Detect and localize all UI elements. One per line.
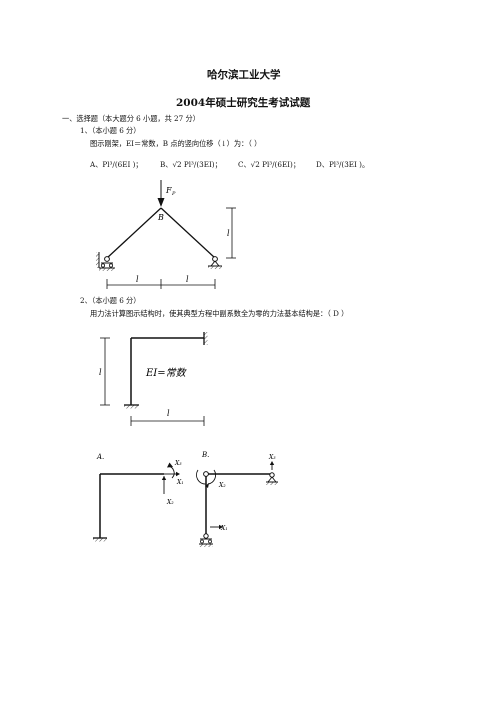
b-x3-arrowhead bbox=[269, 461, 275, 465]
q1-stem: 图示刚架，EI＝常数，B 点的竖向位移（↓）为：（ ） bbox=[90, 139, 262, 148]
exam-title: 2004年硕士研究生考试试题 bbox=[176, 97, 311, 109]
a-x3-arrowhead bbox=[167, 462, 173, 468]
b-x2-arrowhead bbox=[205, 483, 209, 488]
q2-dim-h-label: l bbox=[167, 409, 170, 418]
right-support-leg-right bbox=[214, 260, 220, 267]
right-hinge bbox=[212, 256, 218, 262]
b-right-hinge bbox=[269, 472, 275, 478]
q1-option-c: C、√2 Pl³/(6EI)； bbox=[238, 160, 301, 169]
option-a-label: A. bbox=[96, 453, 104, 461]
left-roller-1 bbox=[101, 263, 106, 268]
b-corner-hinge bbox=[203, 471, 209, 477]
b-x3-label: X₃ bbox=[268, 454, 276, 461]
option-b-label: B. bbox=[201, 451, 209, 459]
b-x2-arc-left bbox=[196, 469, 207, 485]
left-hinge bbox=[104, 256, 110, 262]
a-x2-arrowhead bbox=[161, 476, 167, 480]
load-subscript: P bbox=[171, 191, 176, 197]
q2-stem: 用力法计算图示结构时，使其典型方程中副系数全为零的力法基本结构是：（ D ） bbox=[90, 309, 349, 318]
dim-vertical-label: l bbox=[227, 229, 230, 238]
right-inclined-member bbox=[160, 207, 216, 259]
b-bottom-hinge bbox=[203, 533, 209, 539]
right-ground-hatch bbox=[208, 266, 222, 269]
left-wall-hatch bbox=[96, 252, 99, 268]
a-base-hatch bbox=[93, 538, 107, 542]
left-roller-2 bbox=[109, 263, 114, 268]
section-heading: 一、选择题（本大题分 6 小题，共 27 分） bbox=[62, 114, 200, 123]
dim-h-label-1: l bbox=[136, 275, 139, 284]
load-label: F bbox=[165, 186, 172, 195]
q2-dim-v-label: l bbox=[99, 368, 102, 377]
option-b-figure: B. X₂ X₃ X₁ bbox=[196, 451, 278, 547]
option-a-figure: A. X₃ X₁ X₂ bbox=[93, 453, 184, 542]
b-right-leg-r bbox=[271, 476, 277, 483]
a-x2-label: X₂ bbox=[166, 499, 174, 506]
a-x1-label: X₁ bbox=[176, 479, 184, 486]
b-bottom-roller-1 bbox=[200, 539, 204, 544]
right-support-leg-left bbox=[210, 260, 216, 267]
left-ground-hatch bbox=[99, 268, 115, 271]
b-bottom-hatch bbox=[199, 544, 213, 547]
b-x2-label: X₂ bbox=[218, 482, 226, 489]
q1-number: 1、（本小题 6 分） bbox=[80, 126, 141, 135]
b-bottom-roller-2 bbox=[208, 539, 212, 544]
b-right-leg-l bbox=[267, 476, 273, 483]
base-fixed-hatch bbox=[124, 405, 139, 409]
q2-number: 2、（本小题 6 分） bbox=[80, 296, 141, 305]
a-x3-label: X₃ bbox=[174, 460, 182, 467]
q2-figure: l l EI=常数 bbox=[99, 332, 208, 426]
b-right-hatch bbox=[266, 482, 278, 485]
load-arrow-head bbox=[157, 198, 165, 207]
right-fixed-hatch bbox=[204, 332, 208, 345]
node-b-label: B bbox=[157, 213, 164, 222]
q1-figure: F P B l l l bbox=[96, 180, 236, 289]
stiffness-label: EI=常数 bbox=[145, 367, 188, 379]
left-inclined-member bbox=[106, 207, 162, 259]
dim-h-label-2: l bbox=[186, 275, 189, 284]
q1-option-a: A、Pl³/(6EI )； bbox=[90, 160, 143, 169]
b-x1-label: X₁ bbox=[220, 525, 228, 532]
a-x3-arc bbox=[167, 465, 175, 479]
q1-option-b: B、√2 Pl³/(3EI)； bbox=[160, 160, 222, 169]
university-title: 哈尔滨工业大学 bbox=[207, 69, 281, 81]
a-x1-arrowhead bbox=[176, 471, 180, 477]
b-x2-arc-right bbox=[207, 469, 216, 485]
b-x1-arrowhead bbox=[219, 524, 223, 530]
q1-option-d: D、Pl³/(3EI )。 bbox=[316, 160, 370, 169]
